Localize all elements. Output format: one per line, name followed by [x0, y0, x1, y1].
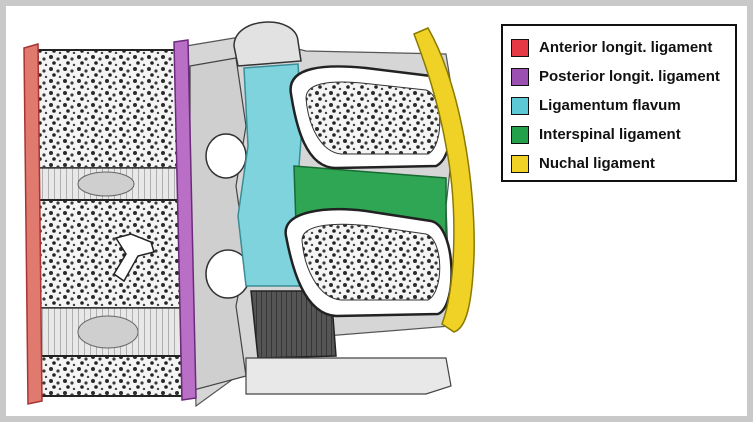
- legend-item-interspinal: Interspinal ligament: [511, 120, 735, 149]
- figure-frame: Anterior longit. ligament Posterior long…: [6, 6, 747, 416]
- intervertebral-foramen-upper: [205, 133, 247, 179]
- spinous-process-lower-core: [301, 223, 441, 301]
- legend: Anterior longit. ligament Posterior long…: [501, 24, 737, 182]
- lower-articular-shelf: [245, 357, 452, 395]
- nuchal-ligament: [413, 27, 475, 333]
- vertebral-body-lower: [33, 355, 183, 397]
- legend-label: Nuchal ligament: [539, 155, 655, 172]
- legend-item-flavum: Ligamentum flavum: [511, 91, 735, 120]
- legend-swatch: [511, 67, 529, 86]
- vertebral-body-middle: [33, 199, 183, 309]
- superior-articular-process: [233, 21, 302, 67]
- legend-item-posterior: Posterior longit. ligament: [511, 62, 735, 91]
- spinous-process-upper-core: [305, 81, 441, 155]
- legend-item-anterior: Anterior longit. ligament: [511, 33, 735, 62]
- posterior-longitudinal-ligament: [173, 39, 197, 401]
- legend-swatch: [511, 125, 529, 144]
- legend-swatch: [511, 38, 529, 57]
- pedicle-region: [189, 57, 247, 392]
- legend-swatch: [511, 154, 529, 173]
- anterior-longitudinal-ligament: [23, 43, 43, 405]
- vertebral-body-upper: [33, 49, 183, 169]
- legend-item-nuchal: Nuchal ligament: [511, 149, 735, 178]
- spine-illustration: [23, 21, 475, 408]
- basivertebral-foramen: [112, 233, 155, 283]
- legend-swatch: [511, 96, 529, 115]
- nucleus-pulposus: [77, 315, 139, 349]
- legend-label: Posterior longit. ligament: [539, 68, 720, 85]
- legend-label: Interspinal ligament: [539, 126, 681, 143]
- legend-label: Ligamentum flavum: [539, 97, 681, 114]
- upper-disc-nucleus: [77, 171, 135, 197]
- legend-label: Anterior longit. ligament: [539, 39, 713, 56]
